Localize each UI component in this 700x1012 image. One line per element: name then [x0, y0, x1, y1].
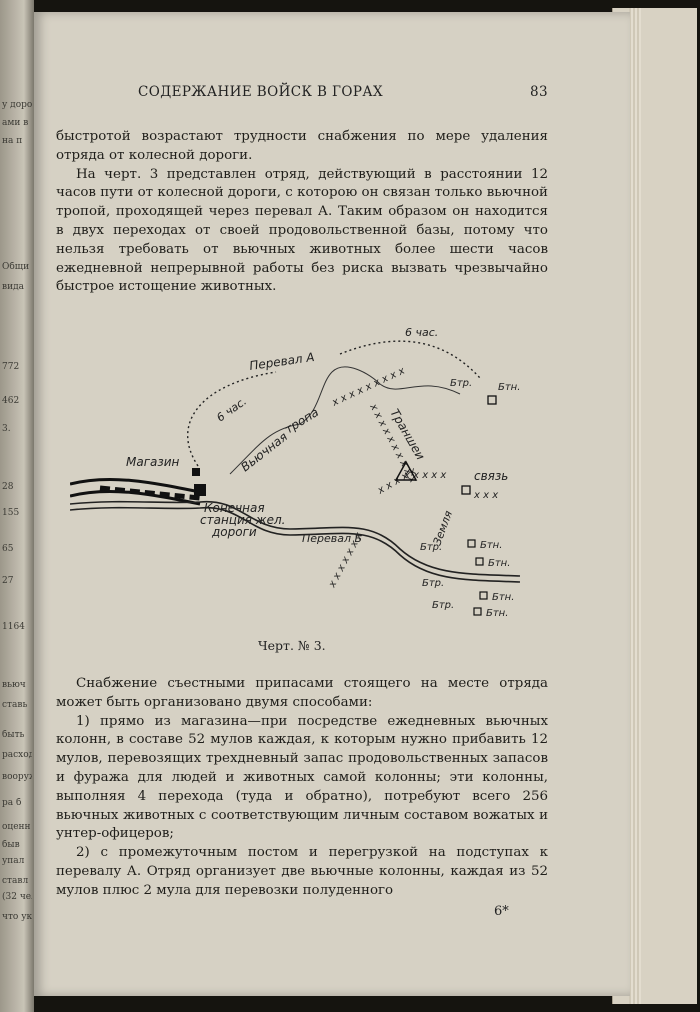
text-block-top: быстротой возрастают трудности снабжения…	[56, 128, 548, 297]
left-page-text: ставь	[2, 700, 28, 710]
paragraph-4: 1) прямо из магазина—при посредстве ежед…	[56, 713, 548, 842]
battalion-icon-4	[473, 607, 482, 616]
left-page-text: вида	[2, 282, 24, 292]
left-page-text: у доро	[2, 100, 32, 110]
left-page-text: 155	[2, 508, 20, 518]
running-title: СОДЕРЖАНИЕ ВОЙСК В ГОРАХ	[138, 84, 383, 100]
page-number: 83	[530, 84, 548, 100]
label-pereval-a: Перевал А	[248, 350, 315, 373]
left-page-text: Общи	[2, 262, 30, 272]
left-page-text: быв	[2, 840, 20, 850]
left-page-text: 28	[2, 482, 14, 492]
station-icon	[194, 484, 206, 496]
figure-caption: Черт. № 3.	[258, 638, 326, 653]
route-6h-top	[339, 340, 481, 379]
post-triangle	[394, 460, 418, 481]
left-page-text: 27	[2, 576, 14, 586]
label-magazin: Магазин	[126, 455, 180, 469]
left-page-text: упал	[2, 856, 25, 866]
left-page-fragment: у доро ами в на п Общи вида 772 462 3. 28 155 65 27…	[0, 0, 34, 1012]
left-page-text: что указ	[2, 912, 32, 922]
paragraph-5: 2) с промежуточным постом и перегрузкой …	[56, 845, 548, 898]
book-page	[34, 12, 630, 996]
magazine-icon	[192, 468, 200, 476]
left-page-text: (32 чел	[2, 892, 32, 902]
label-hours-left: 6 час.	[214, 395, 249, 425]
left-page-text: оценн	[2, 822, 31, 832]
label-btn-4: Бтн.	[486, 608, 508, 619]
label-btr-2: Бтр.	[422, 578, 444, 589]
text-block-bottom: Снабжение съестными припасами стоящего н…	[56, 675, 548, 901]
signature-mark: 6*	[494, 904, 509, 919]
label-btr-1: Бтр.	[420, 542, 442, 553]
left-page-text: 1164	[2, 622, 25, 632]
left-page-text: вооруж	[2, 772, 32, 782]
label-pereval-b: Перевал Б	[302, 532, 362, 545]
label-btn-1: Бтн.	[480, 540, 502, 551]
battalion-icon-2	[475, 557, 484, 566]
left-page-text: 772	[2, 362, 20, 372]
left-page-text: ставл	[2, 876, 29, 886]
left-page-text: ами в	[2, 118, 29, 128]
railway-track	[70, 477, 201, 494]
left-page-text: быть	[2, 730, 25, 740]
label-btr-3: Бтр.	[432, 600, 454, 611]
paragraph-1: быстротой возрастают трудности снабжения…	[56, 129, 548, 163]
label-btn-2: Бтн.	[488, 558, 510, 569]
liaison-icon	[461, 485, 471, 495]
battalion-icon-top	[487, 395, 497, 405]
map-figure: Магазин Конечная станция жел. дороги 6 ч…	[70, 326, 521, 619]
label-trail-1: Вьючная	[238, 430, 290, 475]
trench-line-6: x x x	[473, 490, 498, 501]
label-hours-top: 6 час.	[405, 326, 438, 339]
label-btn-3: Бтн.	[492, 592, 514, 603]
page-header: СОДЕРЖАНИЕ ВОЙСК В ГОРАХ 83	[138, 84, 548, 102]
label-svyaz: связь	[474, 469, 508, 483]
left-page-text: на п	[2, 136, 23, 146]
label-station-3: дороги	[211, 525, 257, 539]
left-page-text: 3.	[2, 424, 11, 434]
label-station-2: станция жел.	[200, 513, 285, 527]
mule-trail	[229, 366, 461, 475]
paragraph-3: Снабжение съестными припасами стоящего н…	[56, 676, 548, 710]
label-trail-2: тропа	[282, 405, 321, 437]
label-btr-top: Бтр.	[450, 378, 472, 389]
left-page-text: 462	[2, 396, 20, 406]
paragraph-2: На черт. 3 представлен отряд, действующи…	[56, 166, 548, 295]
road	[70, 500, 521, 577]
label-station-1: Конечная	[204, 501, 265, 515]
left-page-text: расход	[2, 750, 32, 760]
left-page-text: ра б	[2, 798, 22, 808]
trench-line-1: x x x x x x x x x	[330, 365, 407, 409]
left-page-text: 65	[2, 544, 14, 554]
battalion-icon-1	[467, 539, 476, 548]
route-6h-left	[187, 371, 277, 467]
left-page-text: вьюч	[2, 680, 26, 690]
label-btn-top: Бтн.	[498, 382, 520, 393]
trench-line-3: x x x x x	[403, 470, 446, 481]
battalion-icon-3	[479, 591, 488, 600]
